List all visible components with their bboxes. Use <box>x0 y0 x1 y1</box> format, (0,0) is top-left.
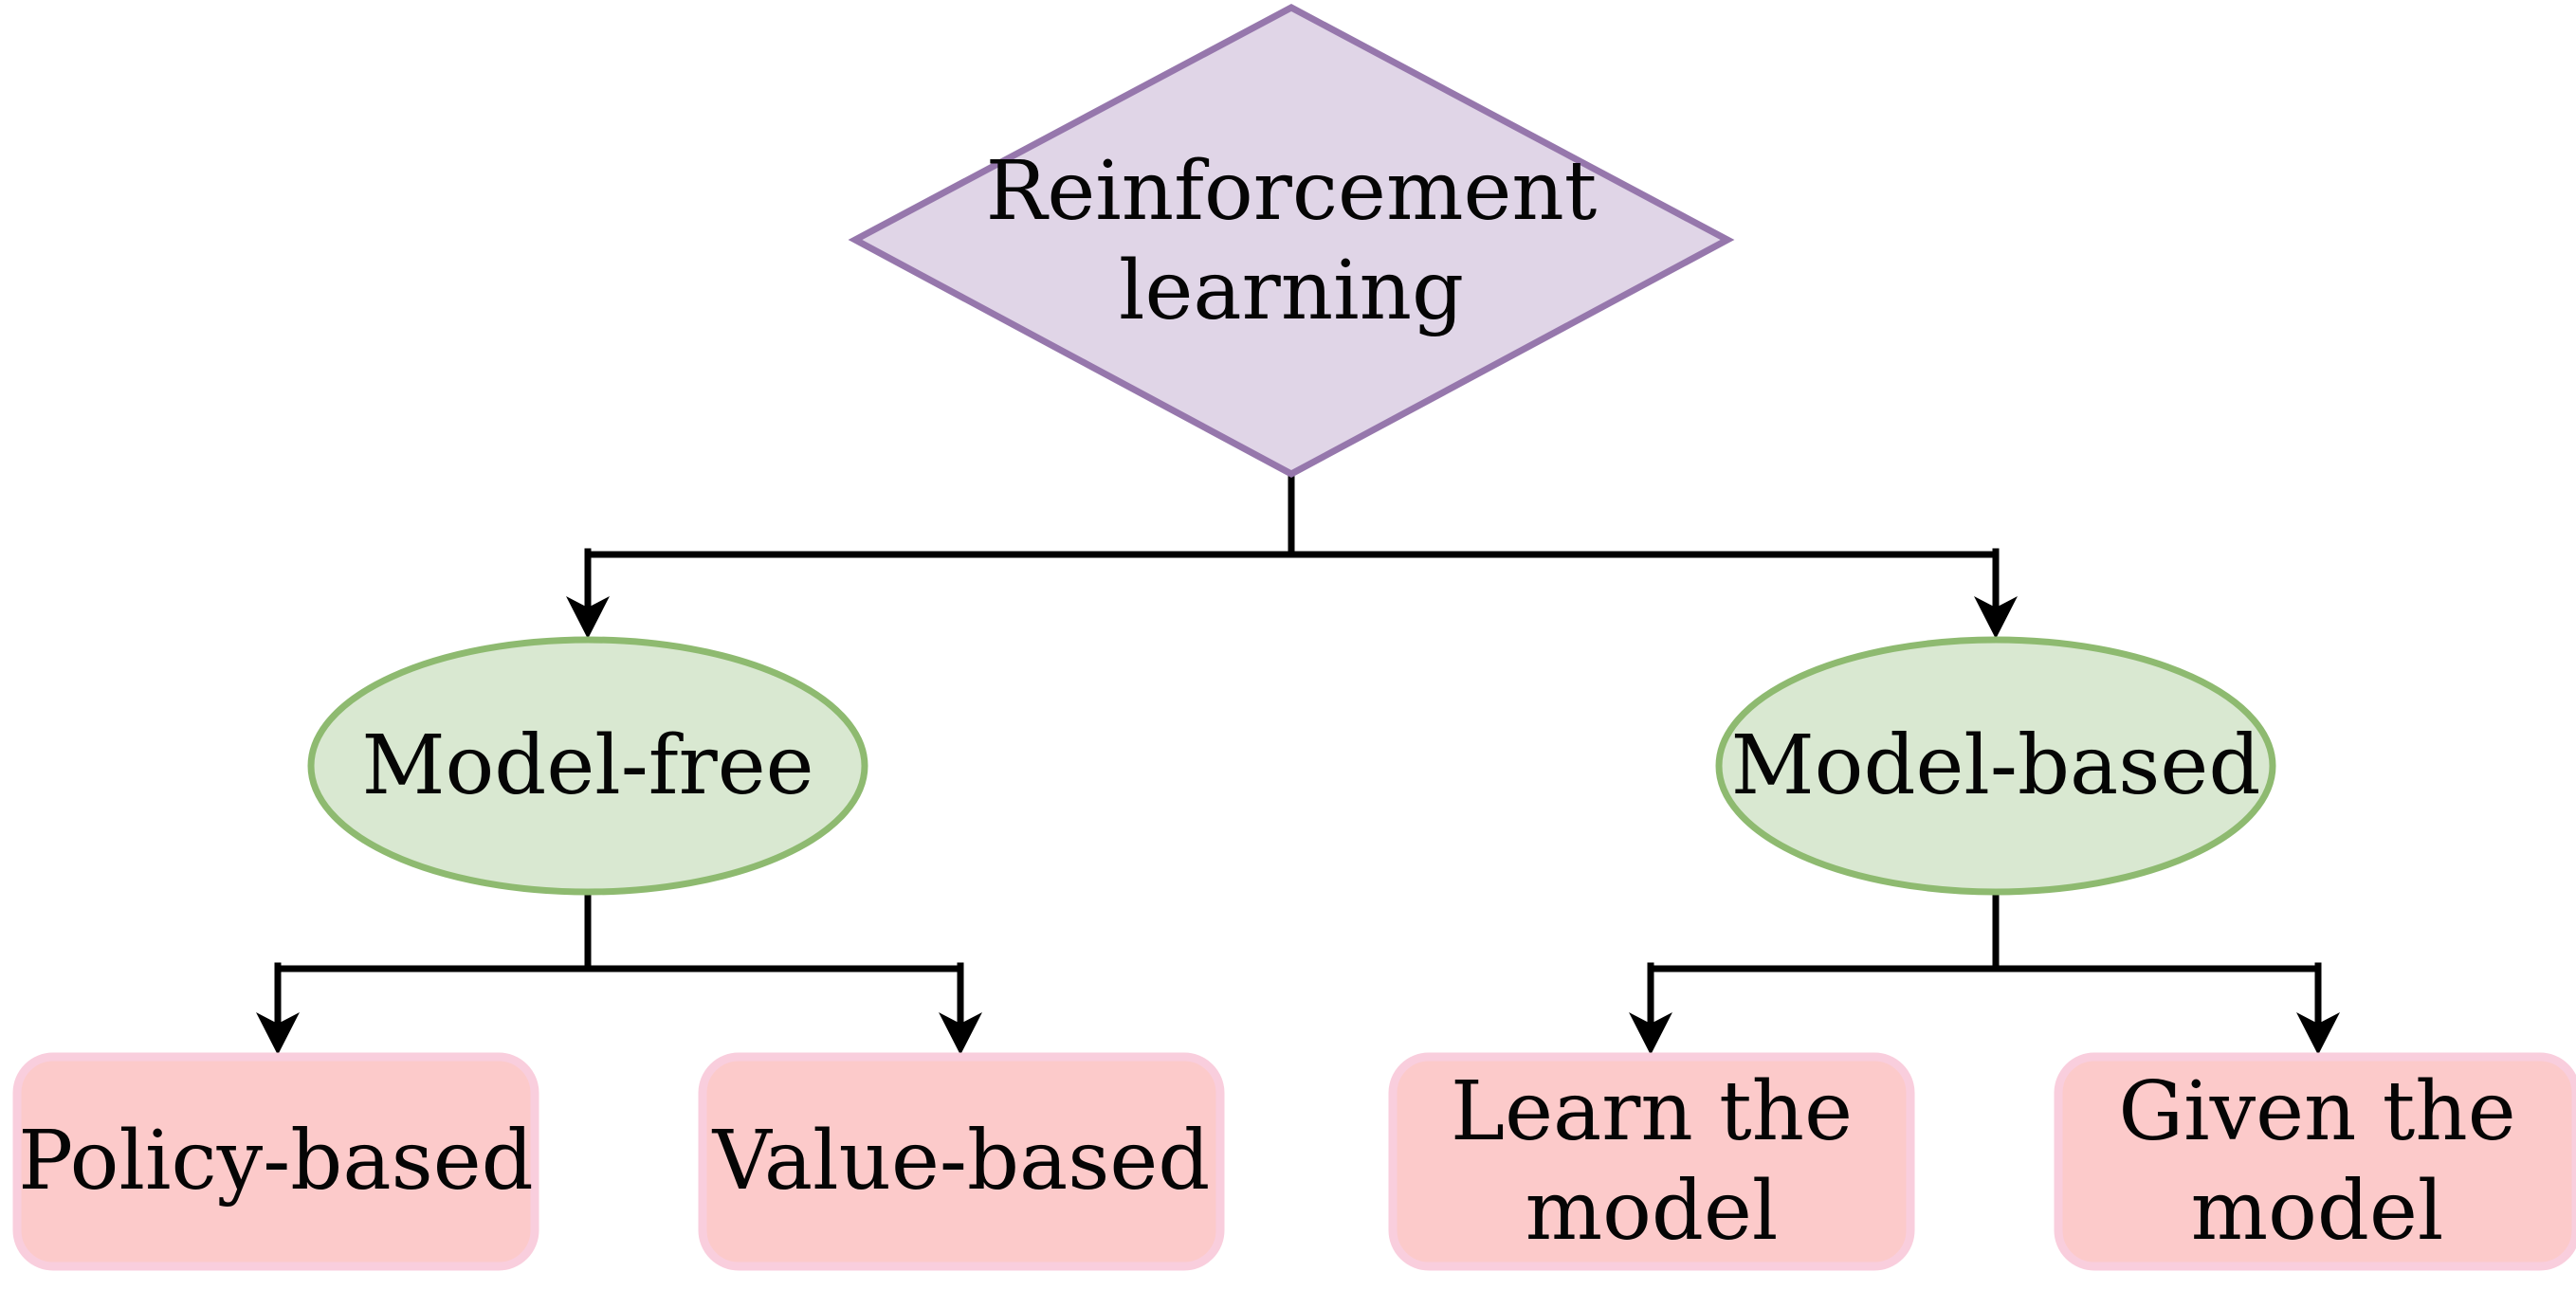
arrowhead-into-model-based <box>1974 596 2018 639</box>
arrowhead-into-model-free <box>566 596 610 639</box>
node-value-based-label: Value-based <box>712 1114 1211 1209</box>
node-root-label: Reinforcement learning <box>985 144 1598 338</box>
value-based-rect-shape <box>698 1052 1225 1271</box>
connector-model-free-to-leaves <box>274 888 964 1026</box>
node-model-based-label: Model-based <box>1730 718 2261 813</box>
learn-model-rect-shape <box>1388 1052 1915 1271</box>
connector-root-to-branches <box>584 470 2000 610</box>
node-given-model-label: Given the model <box>2118 1063 2516 1259</box>
arrowhead-into-learn-model <box>1629 1012 1672 1055</box>
node-learn-model-label: Learn the model <box>1451 1063 1853 1259</box>
node-policy-based-label: Policy-based <box>18 1114 534 1209</box>
policy-based-rect-shape <box>12 1052 539 1271</box>
arrowhead-into-policy-based <box>256 1012 300 1055</box>
arrowhead-into-given-model <box>2296 1012 2340 1055</box>
node-model-free-label: Model-free <box>361 718 814 813</box>
model-free-ellipse-shape <box>307 636 868 896</box>
model-based-ellipse-shape <box>1715 636 2276 896</box>
connector-model-based-to-leaves <box>1647 888 2322 1026</box>
given-model-rect-shape <box>2054 1052 2576 1271</box>
root-diamond-shape <box>848 4 1735 478</box>
arrowhead-into-value-based <box>939 1012 982 1055</box>
